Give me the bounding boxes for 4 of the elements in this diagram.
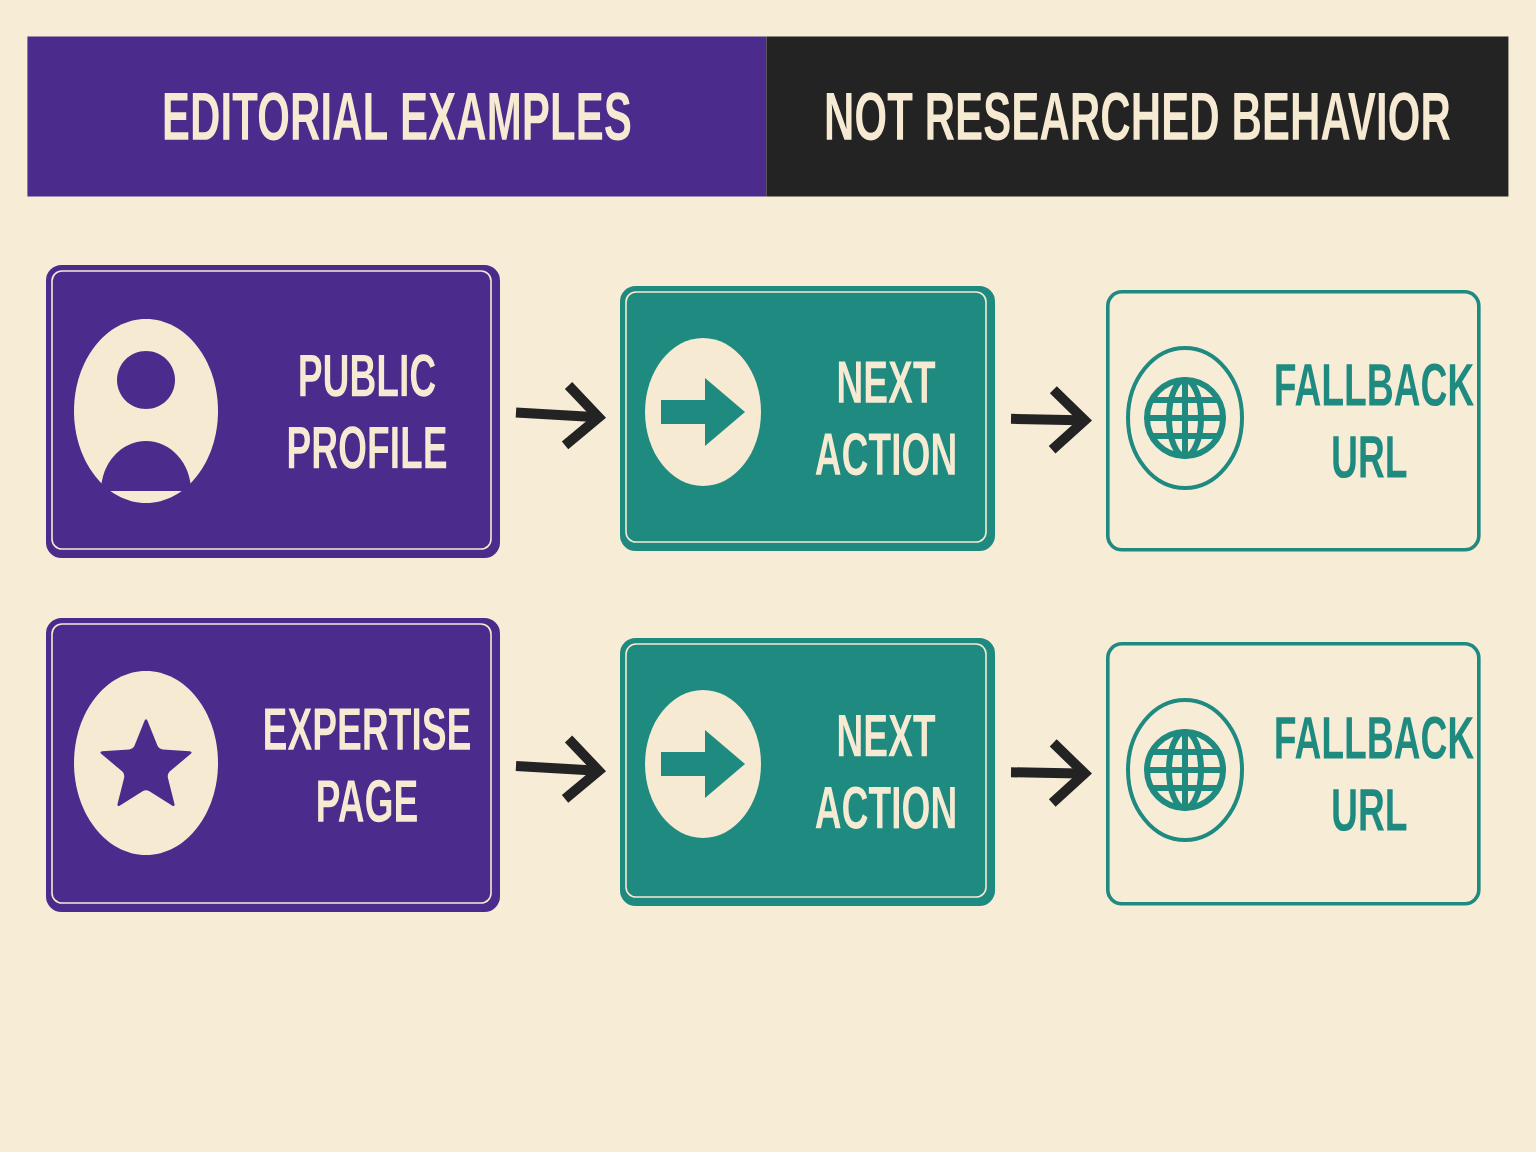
card-box: FALLBACK URL: [1106, 290, 1481, 552]
header-band: NOT RESEARCHED BEHAVIOR: [766, 36, 1509, 197]
header-band: EDITORIAL EXAMPLES: [27, 36, 767, 197]
card-box: FALLBACK URL: [1106, 642, 1481, 906]
